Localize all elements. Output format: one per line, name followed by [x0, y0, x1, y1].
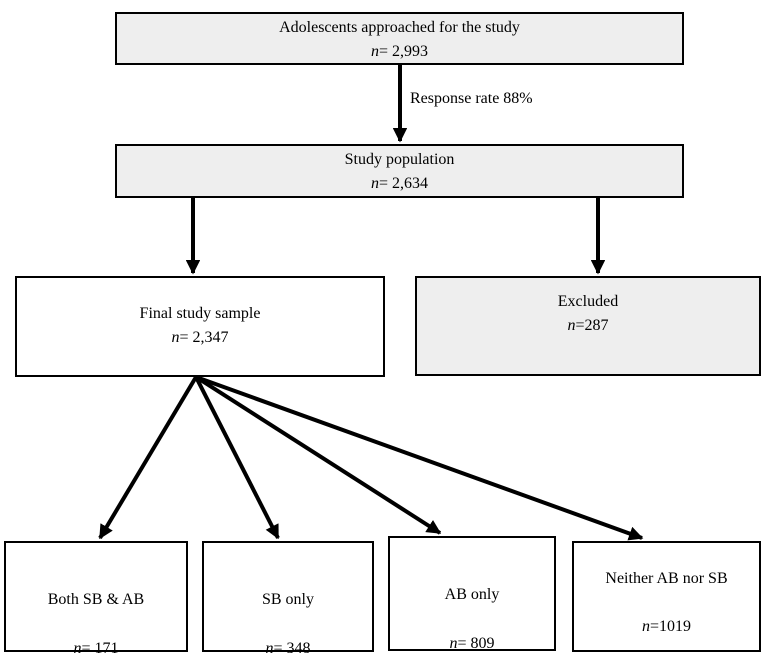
excluded-label: Excluded: [557, 293, 619, 310]
group-count-both: n= 171: [73, 640, 119, 657]
approached-label: Adolescents approached for the study: [279, 19, 520, 36]
final-sample-count: n= 2,347: [171, 329, 229, 346]
group-box-both: Both SB & AB n= 171: [4, 541, 188, 657]
group-label-neither: Neither AB nor SB: [605, 570, 728, 587]
group-box-sb-only: SB only n= 348: [202, 541, 374, 657]
arrow-final-to-neither: [195, 375, 644, 541]
group-box-neither: Neither AB nor SB n=1019: [572, 541, 761, 652]
excluded-box: Excluded n=287: [415, 276, 761, 376]
response-rate-label: Response rate 88%: [410, 90, 533, 107]
approached-count: n= 2,993: [370, 43, 429, 60]
group-count-ab-only: n= 809: [449, 635, 495, 652]
approached-box: Adolescents approached for the study n= …: [115, 12, 684, 65]
population-count: n= 2,634: [370, 175, 429, 192]
group-label-ab-only: AB only: [444, 586, 500, 603]
arrow-final-to-sb: [194, 376, 280, 540]
group-count-neither: n=1019: [641, 618, 692, 635]
excluded-count: n=287: [567, 317, 609, 334]
group-label-both: Both SB & AB: [47, 591, 145, 608]
population-label: Study population: [344, 151, 455, 168]
final-sample-label: Final study sample: [139, 305, 261, 322]
group-label-sb-only: SB only: [261, 591, 314, 608]
group-box-ab-only: AB only n= 809: [388, 536, 556, 652]
group-count-sb-only: n= 348: [265, 640, 311, 657]
final-sample-box: Final study sample n= 2,347: [15, 276, 385, 377]
arrow-final-to-ab: [194, 375, 442, 535]
population-box: Study population n= 2,634: [115, 144, 684, 198]
arrow-final-to-both: [98, 375, 198, 540]
